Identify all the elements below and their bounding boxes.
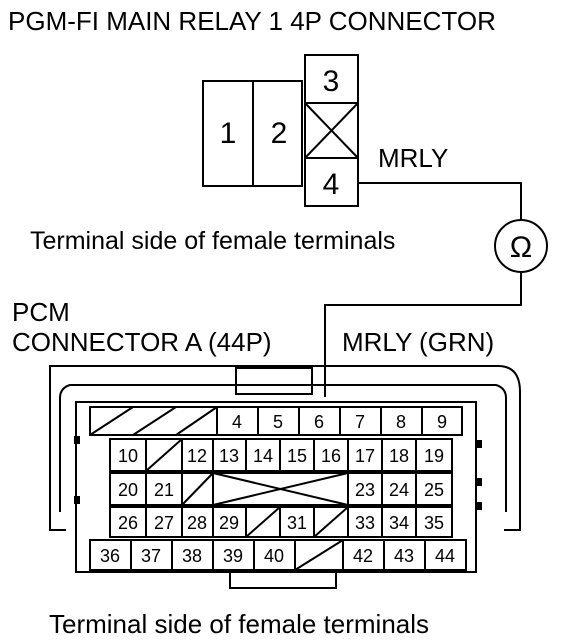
pcm-latch-bottom bbox=[229, 571, 337, 589]
pcm-terminal: 38 bbox=[182, 546, 202, 566]
lock-tab-right-middle bbox=[476, 478, 482, 486]
pcm-terminal: 36 bbox=[100, 546, 120, 566]
relay-terminal-4: 4 bbox=[323, 168, 340, 201]
relay-terminal-3: 3 bbox=[323, 65, 340, 98]
pcm-terminal: 43 bbox=[394, 546, 414, 566]
pcm-terminal: 24 bbox=[389, 480, 409, 500]
pcm-terminal: 5 bbox=[273, 412, 283, 432]
pcm-terminal: 39 bbox=[223, 546, 243, 566]
pcm-terminal: 10 bbox=[118, 446, 138, 466]
row4-blank-slash-a bbox=[245, 506, 281, 538]
pcm-terminal: 33 bbox=[355, 513, 375, 533]
pcm-terminal: 34 bbox=[389, 513, 409, 533]
pcm-terminal: 29 bbox=[219, 513, 239, 533]
pcm-terminal: 40 bbox=[264, 546, 284, 566]
diagram-title: PGM-FI MAIN RELAY 1 4P CONNECTOR bbox=[8, 6, 496, 36]
pcm-terminal: 20 bbox=[118, 480, 138, 500]
mrly-wire-label: MRLY bbox=[378, 143, 449, 173]
pcm-terminal: 25 bbox=[424, 480, 444, 500]
pcm-terminal: 4 bbox=[232, 412, 242, 432]
relay-connector-caption: Terminal side of female terminals bbox=[30, 227, 396, 255]
lock-tab-left-upper bbox=[74, 436, 80, 444]
pcm-latch-top bbox=[235, 367, 313, 395]
pcm-connector-title-line1: PCM bbox=[12, 297, 70, 327]
ohm-symbol-icon: Ω bbox=[510, 231, 532, 264]
pcm-terminal: 28 bbox=[187, 513, 207, 533]
row5-blank-slash bbox=[294, 539, 344, 571]
pcm-terminal: 17 bbox=[355, 446, 375, 466]
row1-blank-slashes bbox=[89, 406, 134, 436]
pcm-terminal: 6 bbox=[314, 412, 324, 432]
pcm-terminal: 21 bbox=[154, 480, 174, 500]
pcm-terminal: 26 bbox=[118, 513, 138, 533]
pcm-connector-rim bbox=[59, 384, 507, 512]
pcm-wire-label: MRLY (GRN) bbox=[342, 327, 495, 357]
pcm-terminal: 19 bbox=[424, 446, 444, 466]
pcm-terminal: 44 bbox=[435, 546, 455, 566]
pcm-terminal: 37 bbox=[141, 546, 161, 566]
pcm-connector-shell bbox=[49, 365, 521, 531]
pcm-terminal: 7 bbox=[355, 412, 365, 432]
pcm-terminal: 23 bbox=[355, 480, 375, 500]
relay-connector-column bbox=[304, 54, 359, 207]
row4-blank-slash-b bbox=[313, 506, 349, 538]
pcm-terminal: 12 bbox=[187, 446, 207, 466]
pcm-terminal: 18 bbox=[389, 446, 409, 466]
pcm-connector-title-line2: CONNECTOR A (44P) bbox=[12, 327, 272, 357]
mrly-wire-top bbox=[358, 182, 522, 220]
pcm-terminal: 42 bbox=[353, 546, 373, 566]
relay-terminal-1: 1 bbox=[220, 117, 237, 150]
relay-terminal-2: 2 bbox=[271, 117, 288, 150]
lock-tab-right-lower bbox=[476, 502, 482, 510]
row2-blank-slash bbox=[145, 438, 183, 472]
pcm-terminal: 15 bbox=[287, 446, 307, 466]
pcm-terminal: 31 bbox=[287, 513, 307, 533]
row3-blank-slash bbox=[181, 472, 214, 506]
mrly-wire-bottom bbox=[324, 272, 522, 397]
pcm-terminal: 8 bbox=[396, 412, 406, 432]
pcm-terminal: 27 bbox=[154, 513, 174, 533]
pcm-terminal: 9 bbox=[437, 412, 447, 432]
pcm-terminal: 16 bbox=[321, 446, 341, 466]
lock-tab-right-upper bbox=[476, 440, 482, 448]
lock-tab-left-lower bbox=[74, 496, 80, 504]
pcm-terminal: 13 bbox=[219, 446, 239, 466]
pcm-connector-caption: Terminal side of female terminals bbox=[49, 609, 430, 639]
pcm-terminal: 35 bbox=[424, 513, 444, 533]
pcm-terminal: 14 bbox=[253, 446, 273, 466]
